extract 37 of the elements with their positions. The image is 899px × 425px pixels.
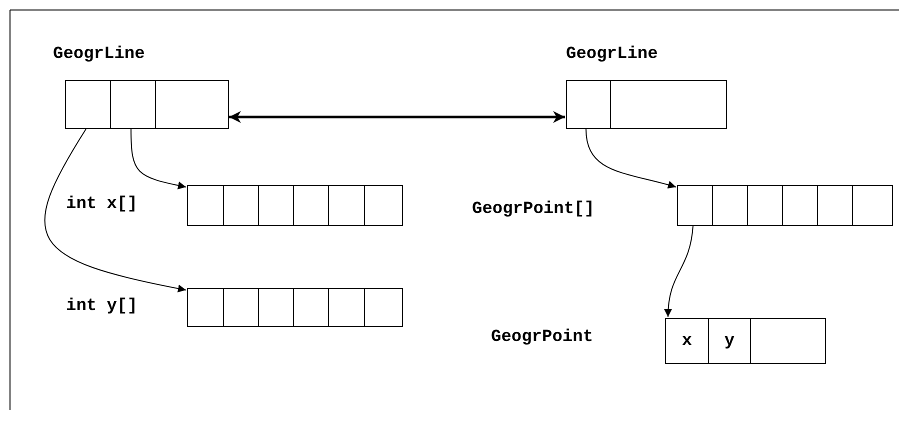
record-label: int y[] (66, 297, 138, 317)
memory-cell (782, 185, 818, 226)
memory-cell (712, 185, 748, 226)
memory-cell (187, 185, 224, 226)
memory-cell (328, 288, 365, 327)
record-label: GeogrPoint[] (472, 200, 594, 220)
pointer-arrow (130, 128, 186, 190)
memory-cell (293, 185, 329, 226)
memory-cell (110, 80, 156, 129)
memory-cell (747, 185, 783, 226)
pointer-arrow (664, 226, 694, 318)
record-label: GeogrLine (53, 45, 145, 65)
memory-cell (223, 288, 259, 327)
memory-cell (610, 80, 727, 129)
record-label: int x[] (66, 195, 138, 215)
memory-cell (364, 185, 403, 226)
memory-cell: x (665, 318, 709, 364)
memory-cell (677, 185, 713, 226)
memory-cell (293, 288, 329, 327)
memory-cell (364, 288, 403, 327)
memory-cell (258, 288, 294, 327)
memory-cell (155, 80, 229, 129)
memory-cell (187, 288, 224, 327)
record-label: GeogrLine (566, 45, 658, 65)
memory-cell (223, 185, 259, 226)
memory-cell: y (708, 318, 751, 364)
memory-cell (817, 185, 853, 226)
memory-cell (65, 80, 111, 129)
pointer-arrow (586, 128, 676, 189)
memory-cell (258, 185, 294, 226)
pointer-arrow (44, 128, 186, 292)
memory-cell (566, 80, 611, 129)
memory-cell (852, 185, 893, 226)
double-arrow (229, 111, 565, 123)
memory-cell (328, 185, 365, 226)
record-label: GeogrPoint (491, 328, 594, 348)
memory-cell (750, 318, 826, 364)
